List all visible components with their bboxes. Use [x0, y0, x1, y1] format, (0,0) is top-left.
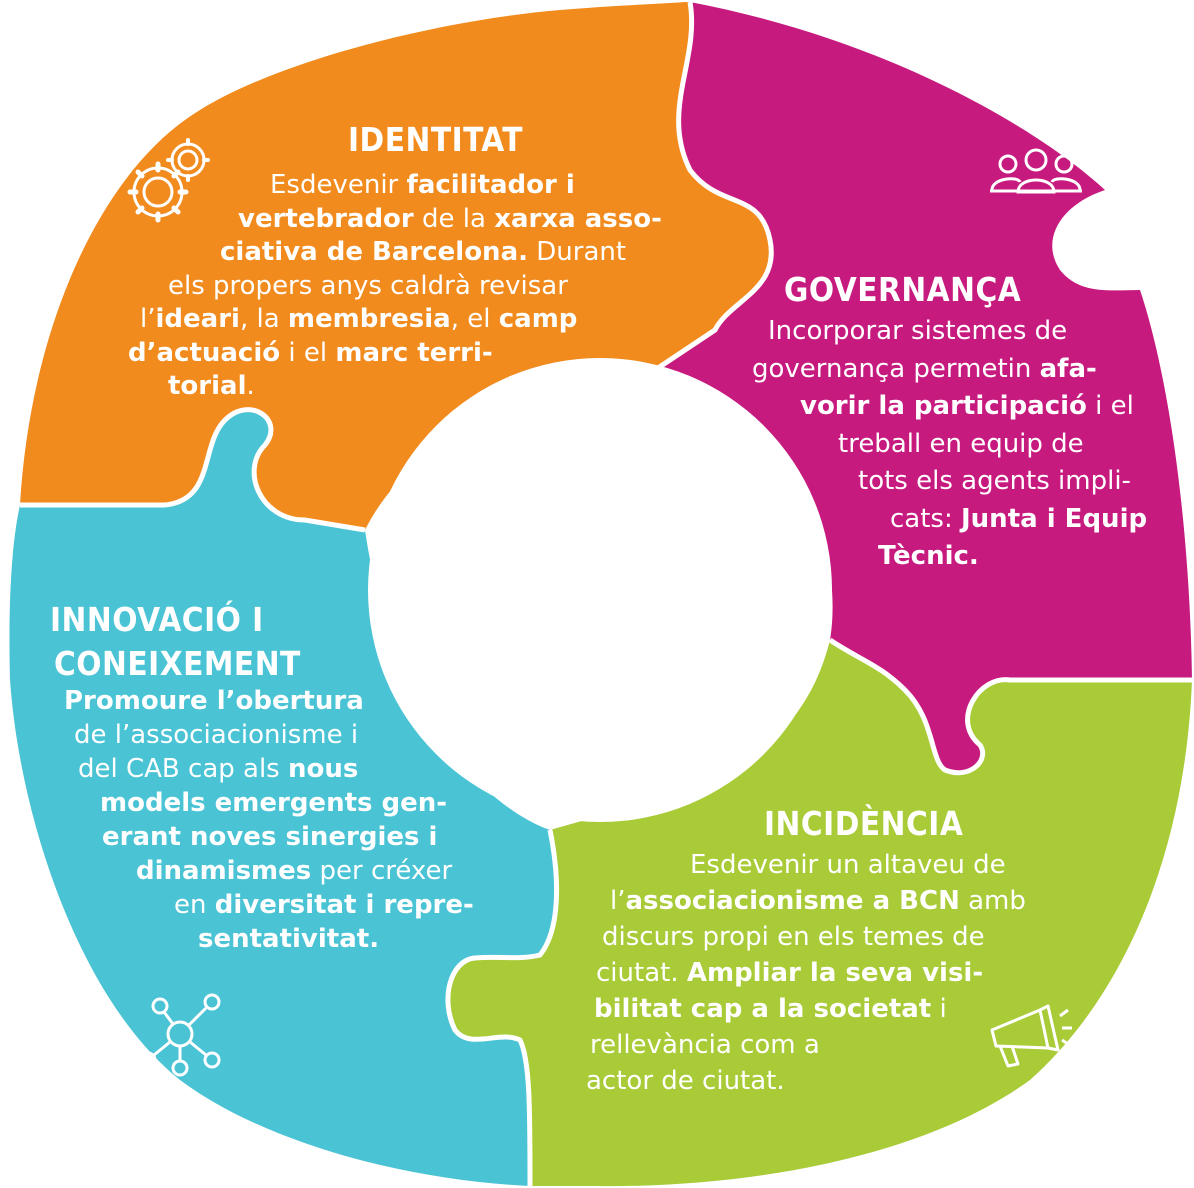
body-line: cats: Junta i Equip: [890, 504, 1147, 534]
body-line: Esdevenir un altaveu de: [690, 850, 1006, 880]
body-line: del CAB cap als nous: [78, 754, 358, 784]
body-line: rellevància com a: [590, 1030, 820, 1060]
bold-text: sentativitat.: [198, 924, 380, 954]
text: per créxer: [311, 856, 453, 886]
text: actor de ciutat.: [586, 1066, 785, 1096]
governanca-title: GOVERNANÇA: [784, 270, 1022, 309]
body-line: models emergents gen-: [100, 788, 447, 818]
body-line: dinamismes per créxer: [136, 856, 452, 886]
incidencia-piece: [447, 640, 1193, 1187]
bold-text: diversitat i repre-: [214, 890, 474, 920]
text: tots els agents impli-: [858, 466, 1131, 496]
bold-text: Promoure l’obertura: [64, 686, 364, 716]
body-line: Promoure l’obertura: [64, 686, 364, 716]
text: del CAB cap als: [78, 754, 288, 784]
bold-text: camp: [498, 304, 578, 334]
bold-text: nous: [288, 754, 359, 784]
network-icon: [139, 993, 221, 1077]
innovacio-piece: [9, 409, 557, 1186]
bold-text: ciativa de Barcelona.: [220, 237, 528, 267]
text: l’: [140, 304, 156, 334]
body-line: vorir la participació i el: [800, 391, 1134, 421]
body-line: tots els agents impli-: [858, 466, 1131, 496]
governanca-piece: [640, 2, 1192, 773]
bold-text: facilitador i: [406, 170, 575, 200]
text: i: [931, 994, 947, 1024]
text: Esdevenir: [270, 170, 407, 200]
body-line: sentativitat.: [198, 924, 379, 954]
text: en: [174, 890, 215, 920]
text: .: [246, 371, 255, 401]
gears-icon: [127, 138, 210, 223]
text: i el: [280, 337, 336, 368]
body-line: treball en equip de: [838, 429, 1084, 459]
bold-text: erant noves sinergies i: [102, 822, 438, 852]
bold-text: Junta i Equip: [961, 503, 1148, 534]
bold-text: Ampliar la seva visi-: [686, 958, 984, 988]
body-line: bilitat cap a la societat i: [594, 994, 947, 1024]
bold-text: afa-: [1039, 353, 1097, 384]
text: de la: [413, 203, 495, 234]
bold-text: models emergents gen-: [100, 788, 448, 818]
identitat-piece: [20, 2, 772, 530]
body-line: en diversitat i repre-: [174, 890, 474, 920]
bold-text: Tècnic.: [878, 541, 979, 571]
text: treball en equip de: [838, 428, 1084, 459]
text: , el: [450, 304, 499, 334]
text: ciutat.: [596, 958, 687, 988]
bold-text: ideari: [155, 304, 240, 334]
body-line: ciativa de Barcelona. Durant: [220, 237, 626, 267]
bold-text: vorir la participació: [800, 391, 1087, 421]
body-line: els propers anys caldrà revisar: [168, 271, 568, 301]
text: i el: [1086, 391, 1134, 421]
body-line: Tècnic.: [878, 541, 979, 571]
text: discurs propi en els temes de: [602, 922, 985, 952]
megaphone-icon: [990, 1004, 1072, 1068]
text: amb: [959, 886, 1026, 916]
bold-text: xarxa asso-: [494, 203, 662, 234]
body-line: torial.: [168, 371, 255, 401]
incidencia-title: INCIDÈNCIA: [764, 804, 964, 843]
piece-seams: [20, 1, 1192, 1187]
body-line: vertebrador de la xarxa asso-: [238, 204, 662, 234]
bold-text: torial: [168, 371, 247, 401]
text: Durant: [528, 237, 627, 267]
text: l’: [610, 886, 626, 916]
body-line: governança permetin afa-: [752, 354, 1097, 384]
text: cats:: [890, 503, 961, 534]
body-line: de l’associacionisme i: [74, 720, 358, 750]
people-group-icon: [990, 148, 1082, 194]
body-line: ciutat. Ampliar la seva visi-: [596, 958, 983, 988]
bold-text: d’actuació: [128, 337, 281, 368]
body-line: l’associacionisme a BCN amb: [610, 886, 1026, 916]
innovacio-title-line2: CONEIXEMENT: [54, 644, 301, 683]
center-hole: [368, 358, 832, 822]
text: governança permetin: [752, 353, 1040, 384]
bold-text: marc terri-: [335, 337, 493, 368]
body-line: l’ideari, la membresia, el camp: [140, 304, 577, 334]
body-line: erant noves sinergies i: [102, 822, 437, 852]
text: Incorporar sistemes de: [768, 316, 1068, 346]
body-line: Incorporar sistemes de: [768, 316, 1067, 346]
body-line: Esdevenir facilitador i: [270, 170, 575, 200]
identitat-title: IDENTITAT: [348, 120, 523, 159]
innovacio-title-line1: INNOVACIÓ I: [50, 600, 264, 639]
text: rellevància com a: [590, 1030, 820, 1060]
body-line: actor de ciutat.: [586, 1066, 785, 1096]
text: Esdevenir un altaveu de: [690, 850, 1006, 880]
bold-text: dinamismes: [136, 856, 312, 886]
bold-text: bilitat cap a la societat: [594, 994, 932, 1024]
body-line: d’actuació i el marc terri-: [128, 338, 493, 368]
bold-text: membresia: [287, 304, 451, 334]
body-line: discurs propi en els temes de: [602, 922, 985, 952]
text: de l’associacionisme i: [74, 720, 359, 750]
text: els propers anys caldrà revisar: [168, 270, 568, 301]
text: , la: [239, 304, 288, 334]
bold-text: associacionisme a BCN: [625, 886, 960, 916]
bold-text: vertebrador: [238, 203, 414, 234]
